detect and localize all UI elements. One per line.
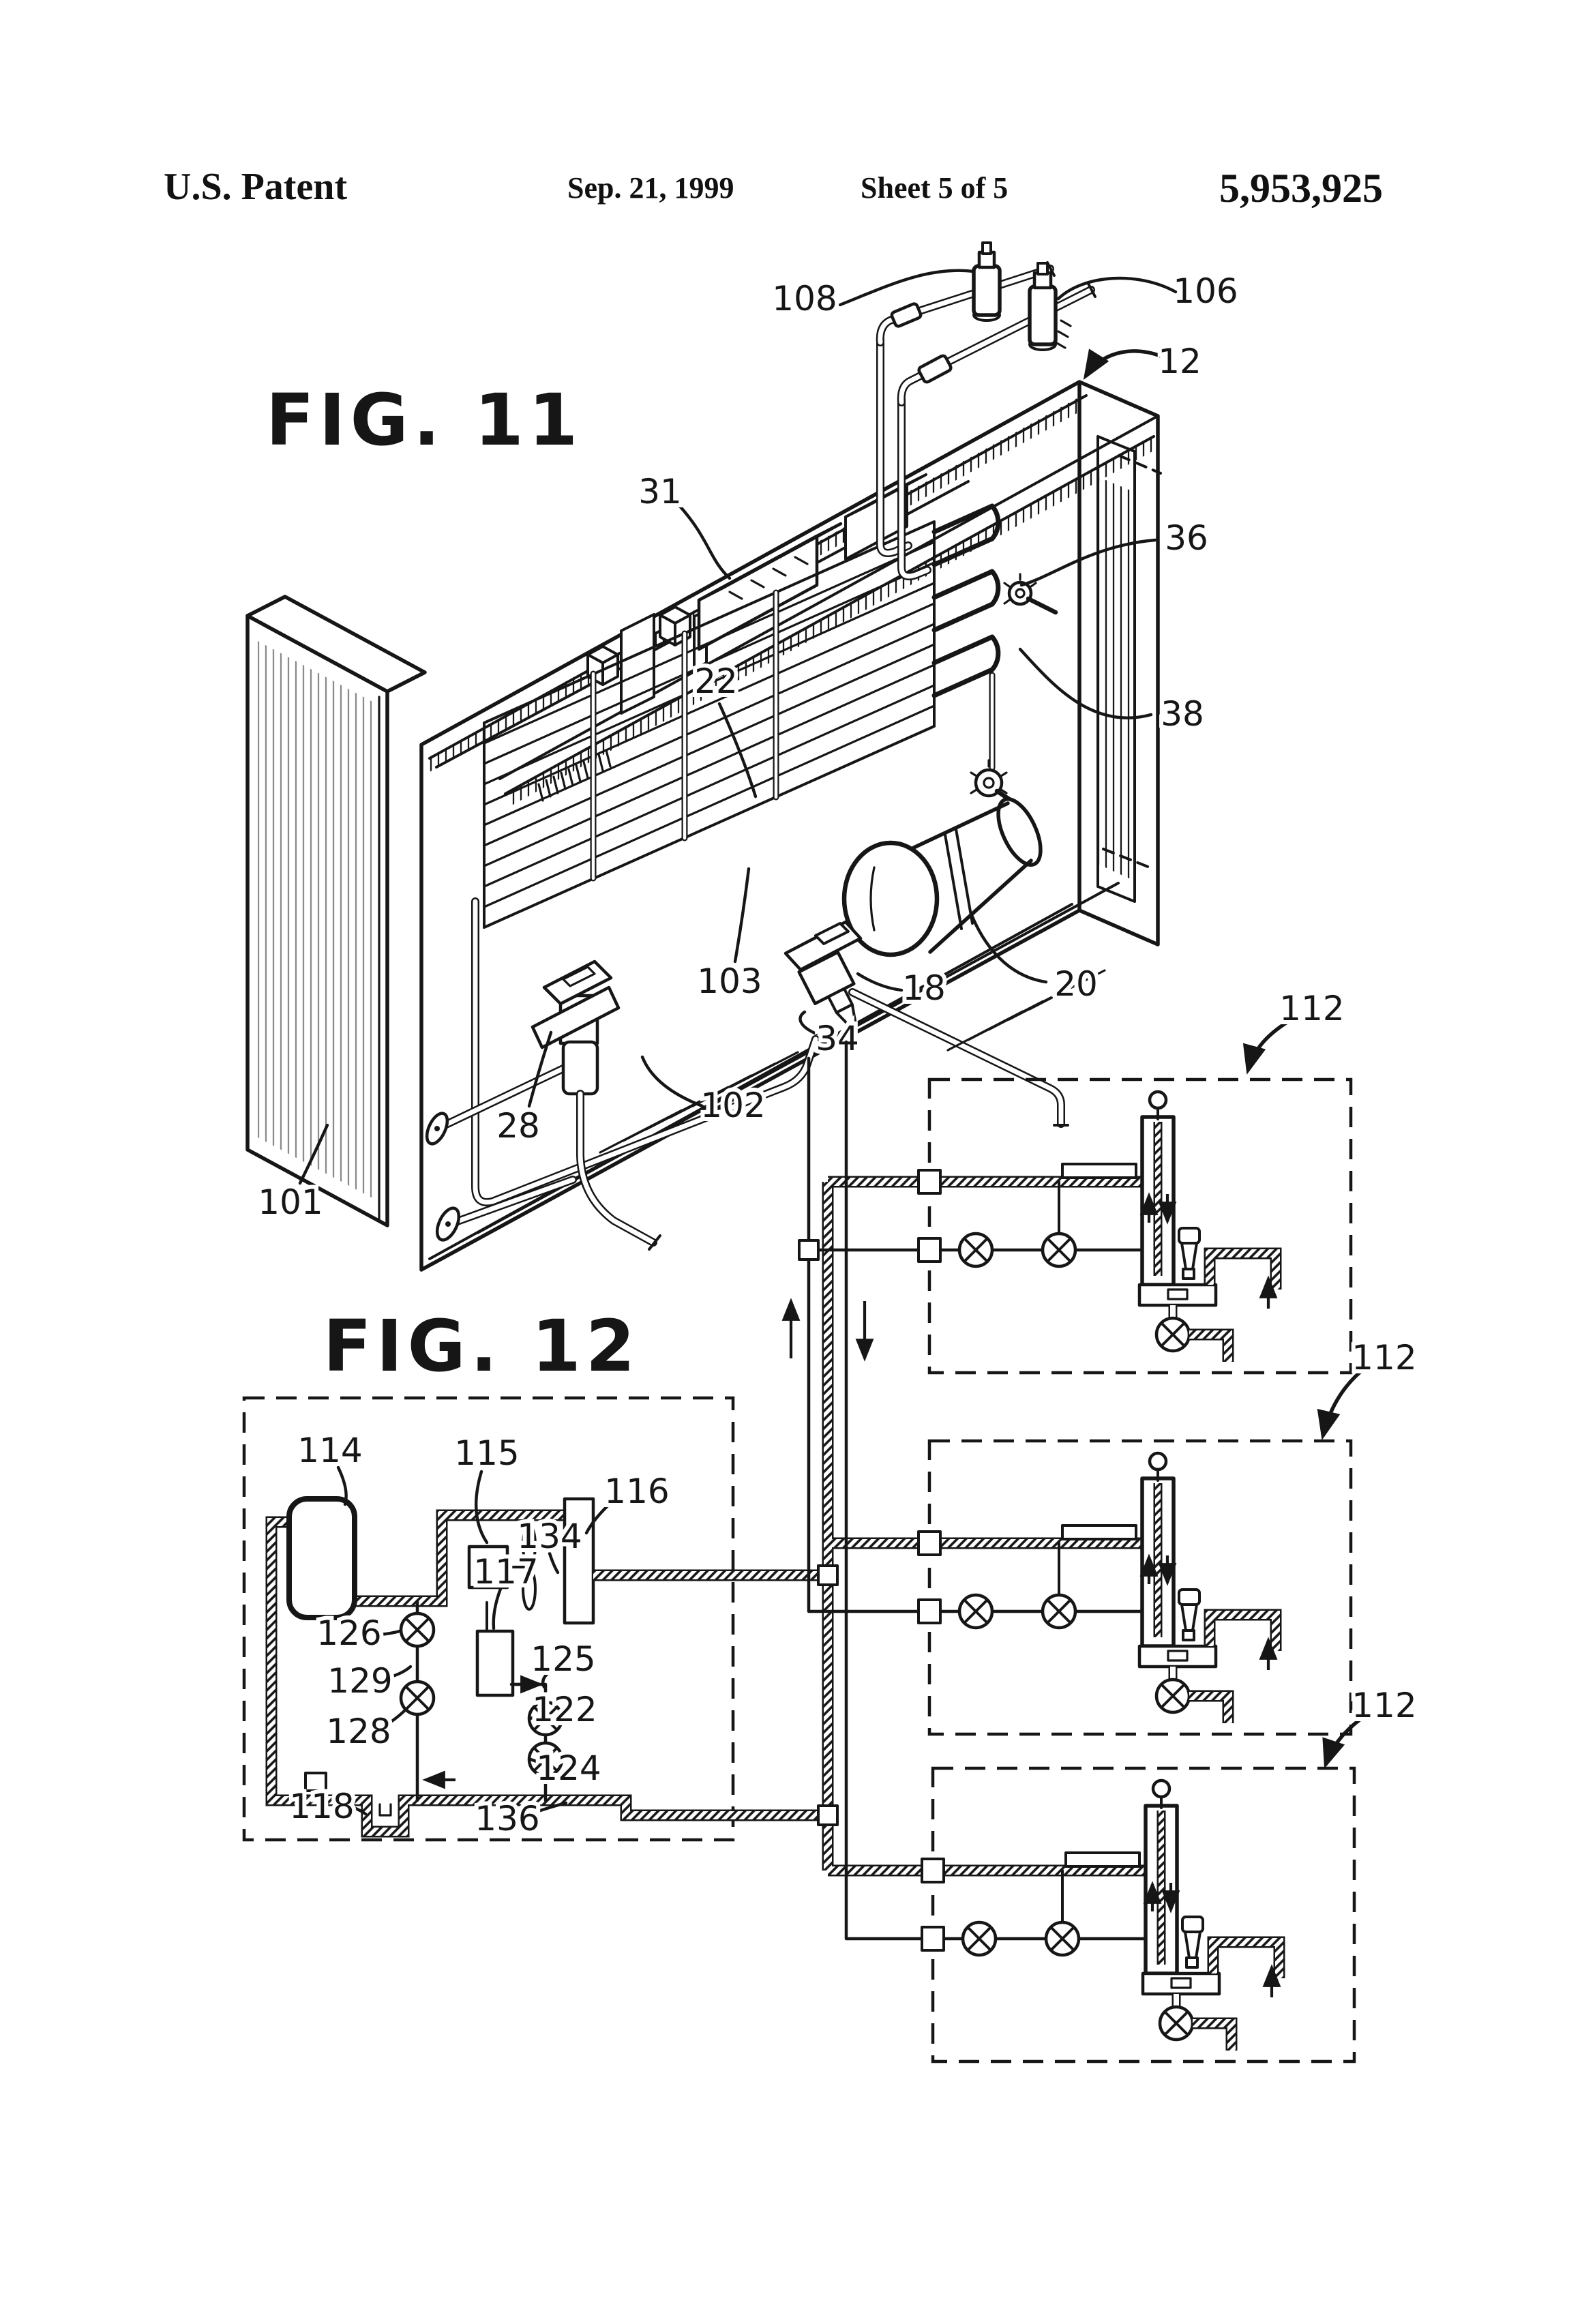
ref-103: 103 xyxy=(697,962,762,1001)
sheet-header: U.S. Patent Sep. 21, 1999 Sheet 5 of 5 5… xyxy=(164,166,1383,211)
rail-shading xyxy=(508,436,1152,807)
ref-108: 108 xyxy=(772,279,837,318)
ref-118: 118 xyxy=(289,1787,354,1826)
fig11-compressor xyxy=(841,797,1043,957)
fitting-108 xyxy=(972,241,1002,322)
ref-20: 20 xyxy=(1054,964,1098,1004)
pipe-clamp xyxy=(974,768,1004,798)
pipe-tee-fitting xyxy=(817,1804,839,1826)
ref-136: 136 xyxy=(475,1799,539,1838)
fig11-solenoid-valve xyxy=(783,920,863,1028)
condenser-fan-115 xyxy=(467,1523,537,1611)
fig11-floor-piping xyxy=(471,897,1069,1206)
fig12-drawing: FIG. 12 xyxy=(242,1305,735,1843)
sensor-fitting xyxy=(304,1772,327,1792)
fig12-refrigerant-lines xyxy=(401,1599,562,1802)
header-date: Sep. 21, 1999 xyxy=(567,171,734,205)
ref-125: 125 xyxy=(531,1639,595,1679)
ref-112-3: 112 xyxy=(1352,1686,1416,1725)
ref-117: 117 xyxy=(473,1552,538,1592)
floor-shading xyxy=(599,969,1106,1154)
pipe-clamp xyxy=(1007,580,1033,606)
valve-126 xyxy=(401,1613,434,1646)
fig12-reference-labels: 114 115 116 117 134 126 129 128 125 122 … xyxy=(285,1427,673,1843)
drain-trap-detail xyxy=(378,1803,392,1817)
ref-106: 106 xyxy=(1173,271,1238,311)
fig11-top-compartment xyxy=(537,473,927,802)
ref-134: 134 xyxy=(517,1517,582,1556)
fig11-caption: FIG. 11 xyxy=(266,378,583,462)
pipe-coupler xyxy=(890,302,923,328)
fig11-reference-labels: 108 106 12 31 36 22 38 103 18 20 34 102 … xyxy=(254,267,1242,1226)
partition xyxy=(620,613,655,715)
ref-102: 102 xyxy=(700,1086,765,1125)
distribution-piping: 112 112 112 xyxy=(593,985,1421,2061)
fig11-pump xyxy=(425,959,661,1251)
ref-112-1: 112 xyxy=(1279,989,1344,1028)
ref-31: 31 xyxy=(638,472,682,511)
fig11-pipe-clamps xyxy=(970,573,1058,805)
ref-34: 34 xyxy=(816,1019,859,1058)
fitting-106 xyxy=(1028,262,1072,351)
fig11-left-panel xyxy=(245,595,427,1227)
ref-36: 36 xyxy=(1165,518,1208,558)
fig12-insulated-piping xyxy=(271,1515,733,1832)
pipe-coupler xyxy=(917,354,953,384)
ref-126: 126 xyxy=(316,1613,381,1653)
ref-101: 101 xyxy=(258,1182,323,1222)
ref-115: 115 xyxy=(454,1433,519,1473)
ref-128: 128 xyxy=(326,1712,391,1751)
pipe-tee-fitting xyxy=(798,1239,820,1261)
header-patent-number: 5,953,925 xyxy=(1219,166,1383,211)
fig12-caption: FIG. 12 xyxy=(323,1305,640,1388)
fig11-drawing: FIG. 11 xyxy=(245,241,1242,1272)
ref-22: 22 xyxy=(694,661,738,701)
ref-129: 129 xyxy=(327,1661,392,1701)
fig11-evaporator-coil xyxy=(483,503,1001,929)
component-box-31 xyxy=(697,522,843,651)
fig11-top-pipes xyxy=(876,241,1096,580)
frame-shading xyxy=(1099,477,1132,880)
refrigeration-unit-dashed-border xyxy=(242,1396,735,1842)
glycol-tank-114 xyxy=(286,1496,357,1620)
header-title: U.S. Patent xyxy=(164,166,347,208)
condenser-coil-116 xyxy=(563,1497,595,1625)
product-lines xyxy=(807,1040,929,1941)
ref-38: 38 xyxy=(1161,694,1204,734)
ref-122: 122 xyxy=(532,1690,597,1729)
ref-116: 116 xyxy=(604,1472,669,1511)
ref-18: 18 xyxy=(902,968,946,1008)
ref-124: 124 xyxy=(536,1748,601,1788)
header-sheet-number: Sheet 5 of 5 xyxy=(861,171,1008,205)
ref-12: 12 xyxy=(1158,342,1202,381)
ref-28: 28 xyxy=(496,1106,540,1146)
ref-112-2: 112 xyxy=(1352,1338,1416,1377)
compressor-117 xyxy=(475,1629,515,1697)
pipe-tee-fitting xyxy=(817,1564,839,1586)
ref-114: 114 xyxy=(297,1431,362,1470)
